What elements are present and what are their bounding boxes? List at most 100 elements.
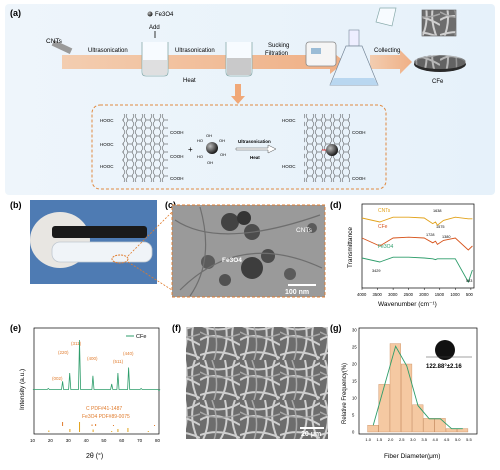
panel-e-label: (e)	[10, 323, 21, 333]
ftir-xtick-label-1000: 1000	[450, 292, 460, 297]
cnt-rod-icon	[51, 40, 73, 54]
oh-1: OH	[206, 133, 212, 138]
ftir-peak-1728: 1728	[426, 233, 434, 237]
ftir-peak-583: 583	[466, 279, 472, 283]
xrd-ylabel: Intensity (a.u.)	[19, 369, 26, 410]
xrd-xtick-label-30: 30	[66, 438, 72, 443]
ftir-legend-cfe: CFe	[378, 224, 388, 230]
reaction-heat: Heat	[250, 155, 260, 160]
filtration-text: Filtration	[265, 51, 288, 57]
cfe-film-icon	[52, 226, 147, 238]
xrd-xtick-label-10: 10	[30, 438, 36, 443]
ftir-xtick-label-2000: 2000	[419, 292, 429, 297]
tem-cnts-label: CNTs	[296, 227, 313, 234]
beaker-2-icon	[225, 42, 253, 77]
ftir-legend-fe3o4: Fe3O4	[378, 244, 394, 250]
hist-ylabel: Relative Frequency(%)	[342, 363, 348, 424]
sem-scale-label: 20 μm	[301, 431, 321, 438]
xrd-xtick-label-80: 80	[155, 438, 161, 443]
xrd-axes	[33, 327, 160, 435]
ftir-peak-1575: 1575	[436, 225, 444, 229]
collect-arrow	[370, 50, 412, 74]
hist-bar-1.25	[367, 425, 379, 433]
cfe-text: CFe	[432, 79, 444, 85]
beaker-1-icon	[141, 42, 169, 77]
oh-4: OH	[207, 160, 213, 165]
sucking-text: Sucking	[268, 43, 289, 49]
ftir-xtick-label-1500: 1500	[435, 292, 445, 297]
panel-c: (c) CNTs Fe3O4 100 nm	[165, 200, 326, 298]
tem-fe3o4-label: Fe3O4	[222, 257, 242, 264]
water-droplet-icon	[435, 340, 455, 360]
cnts-text: CNTs	[46, 38, 63, 45]
hist-xtick-label-3.0: 3.0	[410, 437, 416, 442]
hist-bar-1.75	[378, 384, 390, 433]
hist-xtick-label-1.5: 1.5	[377, 437, 383, 442]
process-arrow	[62, 50, 345, 74]
reaction-arrow-icon	[235, 144, 277, 154]
xrd-xtick-label-20: 20	[48, 438, 54, 443]
panel-g-label: (g)	[330, 323, 342, 333]
panel-c-label: (c)	[165, 200, 176, 210]
xrd-xtick-label-50: 50	[101, 438, 107, 443]
hist-ytick-label-5: 5	[352, 413, 355, 418]
ho-1: HO	[197, 138, 203, 143]
ftir-xlabel: Wavenumber (cm⁻¹)	[378, 301, 437, 308]
oh-2: OH	[219, 138, 225, 143]
pouring-beaker-icon	[375, 7, 397, 27]
xrd-xtick-label-40: 40	[84, 438, 90, 443]
xrd-peak-400: (400)	[87, 356, 98, 361]
ftir-peak-1638: 1638	[433, 209, 441, 213]
add-text: Add	[149, 25, 160, 31]
sem-scale-bar	[300, 427, 324, 429]
cooh-1: COOH	[170, 130, 184, 135]
hooc-5: HOOC	[282, 164, 296, 169]
xrd-ref1: C PDF#41-1487	[86, 406, 122, 412]
hist-bar-2.25	[389, 343, 401, 433]
xrd-legend-cfe: CFe	[136, 334, 146, 340]
hist-xtick-label-5.5: 5.5	[466, 437, 472, 442]
hooc-1: HOOC	[100, 118, 114, 123]
xrd-peak-311: (311)	[71, 341, 82, 346]
hist-ytick-label-10: 10	[352, 396, 357, 401]
ftir-xtick-label-3000: 3000	[388, 292, 398, 297]
filtration-flask-icon	[329, 29, 379, 86]
xrd-xlabel: 2θ (°)	[86, 452, 103, 460]
xrd-ref2: Fe3O4 PDF#89-0075	[82, 414, 130, 420]
xrd-peak-220: (220)	[58, 350, 69, 355]
ftir-plot	[361, 216, 473, 284]
panel-d-label: (d)	[330, 200, 342, 210]
sem-image	[186, 327, 328, 439]
hist-xlabel: Fiber Diameter(μm)	[384, 453, 440, 460]
collecting-text: Collecting	[374, 48, 400, 54]
ftir-xtick-label-500: 500	[466, 292, 474, 297]
xrd-plot	[32, 339, 161, 432]
panel-f-label: (f)	[172, 323, 181, 333]
fe3o4-particle-icon	[147, 11, 153, 17]
panel-a: (a) CNTs Ultrasonication Ultrasonication…	[5, 4, 495, 195]
hist-plot	[367, 343, 469, 433]
xrd-peak-511: (511)	[113, 359, 124, 364]
hist-ytick-label-15: 15	[352, 379, 357, 384]
xrd-peak-440: (440)	[123, 351, 134, 356]
cnt-lattice-left	[122, 114, 168, 182]
hist-fit-curve	[372, 345, 463, 430]
cooh-4: COOH	[352, 130, 366, 135]
hist-xtick-label-1.0: 1.0	[365, 437, 371, 442]
ftir-xtick-label-3500: 3500	[373, 292, 383, 297]
ftir-xtick-label-4000: 4000	[357, 292, 367, 297]
contact-angle-value: 122.88°±2.16	[426, 364, 462, 370]
oh-3: OH	[220, 152, 226, 157]
xrd-xtick-label-60: 60	[119, 438, 125, 443]
hist-xtick-label-4.5: 4.5	[444, 437, 450, 442]
cooh-2: COOH	[170, 154, 184, 159]
hist-bar-2.75	[401, 363, 413, 433]
hist-ytick-label-20: 20	[352, 362, 357, 367]
hist-ytick-label-30: 30	[352, 328, 357, 333]
heat-text: Heat	[183, 78, 196, 84]
